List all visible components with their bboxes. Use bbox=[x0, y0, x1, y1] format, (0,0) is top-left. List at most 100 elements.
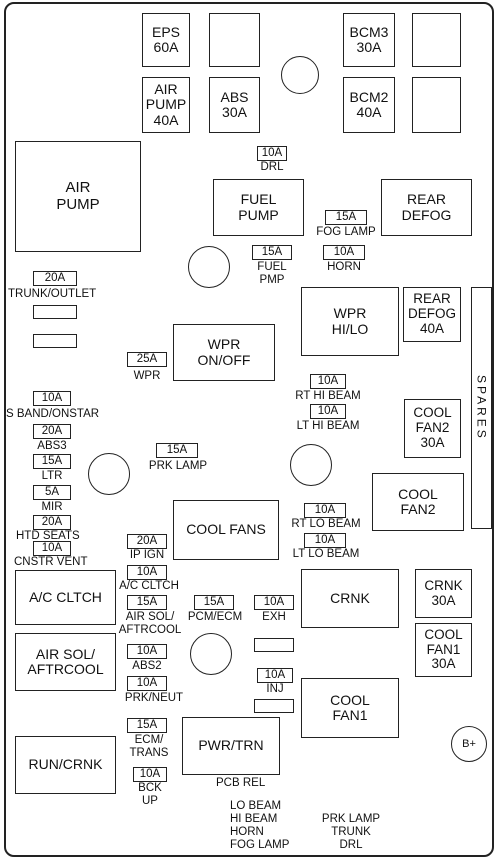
prk-lamp-bottom-label: PRK LAMP bbox=[321, 813, 381, 825]
lo-beam-label: LO BEAM bbox=[230, 800, 282, 812]
wpr-on-off-relay: WPR ON/OFF bbox=[173, 324, 275, 381]
spares-strip: SPARES bbox=[471, 287, 492, 529]
abs3-fuse: 20A bbox=[33, 424, 71, 439]
cool-fan2-fuse: COOL FAN2 30A bbox=[404, 399, 461, 458]
rt-hi-beam-fuse: 10A bbox=[310, 374, 346, 389]
exh-label: EXH bbox=[262, 611, 286, 623]
pcm-ecm-fuse: 15A bbox=[194, 595, 234, 610]
rt-lo-beam-label: RT LO BEAM bbox=[291, 518, 361, 530]
b-plus-label: B+ bbox=[462, 738, 476, 750]
rt-hi-beam-label: RT HI BEAM bbox=[295, 390, 361, 402]
ip-ign-label: IP IGN bbox=[129, 549, 165, 561]
relay-post bbox=[188, 246, 230, 288]
lt-hi-beam-label: LT HI BEAM bbox=[296, 420, 360, 432]
drl-fuse: 10A bbox=[257, 146, 287, 161]
horn-bottom-label: HORN bbox=[230, 826, 264, 838]
horn-label: HORN bbox=[327, 261, 361, 273]
cnstr-vent-fuse: 10A bbox=[33, 541, 71, 556]
eps-fuse: EPS 60A bbox=[142, 13, 190, 67]
rt-lo-beam-fuse: 10A bbox=[304, 503, 346, 518]
exh-fuse: 10A bbox=[254, 595, 294, 610]
mir-fuse: 5A bbox=[33, 485, 71, 500]
ltr-fuse: 15A bbox=[33, 454, 71, 469]
ac-cltch-fuse: 10A bbox=[127, 565, 167, 580]
trunk-outlet-fuse: 20A bbox=[33, 271, 77, 286]
ltr-label: LTR bbox=[41, 470, 63, 482]
cool-fan1-fuse: COOL FAN1 30A bbox=[415, 623, 472, 677]
cool-fan2-relay: COOL FAN2 bbox=[372, 473, 464, 531]
cool-fans-relay: COOL FANS bbox=[173, 500, 279, 560]
prk-lamp-label: PRK LAMP bbox=[148, 460, 208, 472]
empty-slot bbox=[254, 699, 294, 713]
pcm-ecm-label: PCM/ECM bbox=[187, 611, 243, 623]
htd-seats-fuse: 20A bbox=[33, 515, 71, 530]
air-sol-label: AIR SOL/ AFTRCOOL bbox=[118, 611, 182, 636]
fuel-pump-relay: FUEL PUMP bbox=[213, 179, 304, 236]
fog-lamp-label: FOG LAMP bbox=[316, 226, 376, 238]
wpr-hi-lo-relay: WPR HI/LO bbox=[301, 287, 399, 356]
ip-ign-fuse: 20A bbox=[127, 534, 167, 549]
relay-post bbox=[281, 56, 319, 94]
empty-slot bbox=[412, 13, 461, 67]
horn-fuse: 10A bbox=[323, 245, 365, 260]
trunk-bottom-label: TRUNK bbox=[331, 826, 371, 838]
fog-lamp-fuse: 15A bbox=[325, 210, 367, 225]
air-pump-relay: AIR PUMP bbox=[15, 141, 141, 252]
abs2-fuse: 10A bbox=[127, 644, 167, 659]
bcm3-fuse: BCM3 30A bbox=[343, 13, 395, 67]
ecm-trans-fuse: 15A bbox=[127, 718, 167, 733]
s-band-onstar-fuse: 10A bbox=[33, 391, 71, 406]
rear-defog-fuse: REAR DEFOG 40A bbox=[403, 287, 461, 342]
lt-hi-beam-fuse: 10A bbox=[310, 404, 346, 419]
battery-terminal-icon: B+ bbox=[451, 726, 487, 762]
relay-post bbox=[88, 453, 130, 495]
spares-label: SPARES bbox=[474, 375, 489, 441]
wpr-fuse: 25A bbox=[127, 352, 167, 367]
crnk-fuse: CRNK 30A bbox=[415, 569, 472, 618]
fuse-box-diagram: EPS 60A BCM3 30A AIR PUMP 40A ABS 30A BC… bbox=[4, 2, 494, 857]
bck-up-label: BCK UP bbox=[138, 782, 162, 807]
ac-cltch-relay: A/C CLTCH bbox=[15, 570, 116, 625]
fuel-pmp-fuse: 15A bbox=[252, 245, 292, 260]
drl-bottom-label: DRL bbox=[339, 839, 363, 851]
cool-fan1-relay: COOL FAN1 bbox=[301, 678, 399, 738]
pwr-trn-relay: PWR/TRN bbox=[182, 717, 280, 775]
s-band-onstar-label: S BAND/ONSTAR bbox=[6, 408, 100, 420]
empty-slot bbox=[209, 13, 260, 67]
empty-slot bbox=[33, 305, 77, 319]
relay-post bbox=[290, 444, 332, 486]
rear-defog-relay: REAR DEFOG bbox=[381, 179, 472, 236]
abs2-label: ABS2 bbox=[132, 660, 162, 672]
mir-label: MIR bbox=[41, 501, 63, 513]
fuel-pmp-label: FUEL PMP bbox=[257, 261, 287, 286]
ecm-trans-label: ECM/ TRANS bbox=[129, 734, 169, 759]
prk-lamp-fuse: 15A bbox=[156, 443, 198, 458]
bck-up-fuse: 10A bbox=[133, 767, 167, 782]
prk-neut-fuse: 10A bbox=[127, 676, 167, 691]
air-pump-fuse: AIR PUMP 40A bbox=[142, 77, 190, 133]
air-sol-fuse: 15A bbox=[127, 595, 167, 610]
lt-lo-beam-fuse: 10A bbox=[304, 533, 346, 548]
empty-slot bbox=[254, 638, 294, 652]
crnk-relay: CRNK bbox=[301, 569, 399, 628]
drl-label: DRL bbox=[260, 161, 284, 173]
empty-slot bbox=[33, 334, 77, 348]
fog-lamp-bottom-label: FOG LAMP bbox=[230, 839, 290, 851]
pcb-rel-label: PCB REL bbox=[216, 777, 266, 789]
air-sol-relay: AIR SOL/ AFTRCOOL bbox=[15, 633, 116, 691]
inj-fuse: 10A bbox=[257, 668, 293, 683]
prk-neut-label: PRK/NEUT bbox=[124, 692, 184, 704]
empty-slot bbox=[412, 77, 461, 133]
trunk-outlet-label: TRUNK/OUTLET bbox=[8, 288, 97, 300]
ac-cltch-label: A/C CLTCH bbox=[119, 580, 179, 592]
bcm2-fuse: BCM2 40A bbox=[343, 77, 395, 133]
inj-label: INJ bbox=[266, 683, 284, 695]
run-crnk-relay: RUN/CRNK bbox=[15, 736, 116, 794]
abs-fuse: ABS 30A bbox=[209, 77, 260, 133]
htd-seats-label: HTD SEATS bbox=[16, 530, 80, 542]
abs3-label: ABS3 bbox=[37, 440, 67, 452]
lt-lo-beam-label: LT LO BEAM bbox=[292, 548, 360, 560]
cnstr-vent-label: CNSTR VENT bbox=[14, 556, 88, 568]
hi-beam-label: HI BEAM bbox=[230, 813, 278, 825]
relay-post bbox=[190, 633, 232, 675]
